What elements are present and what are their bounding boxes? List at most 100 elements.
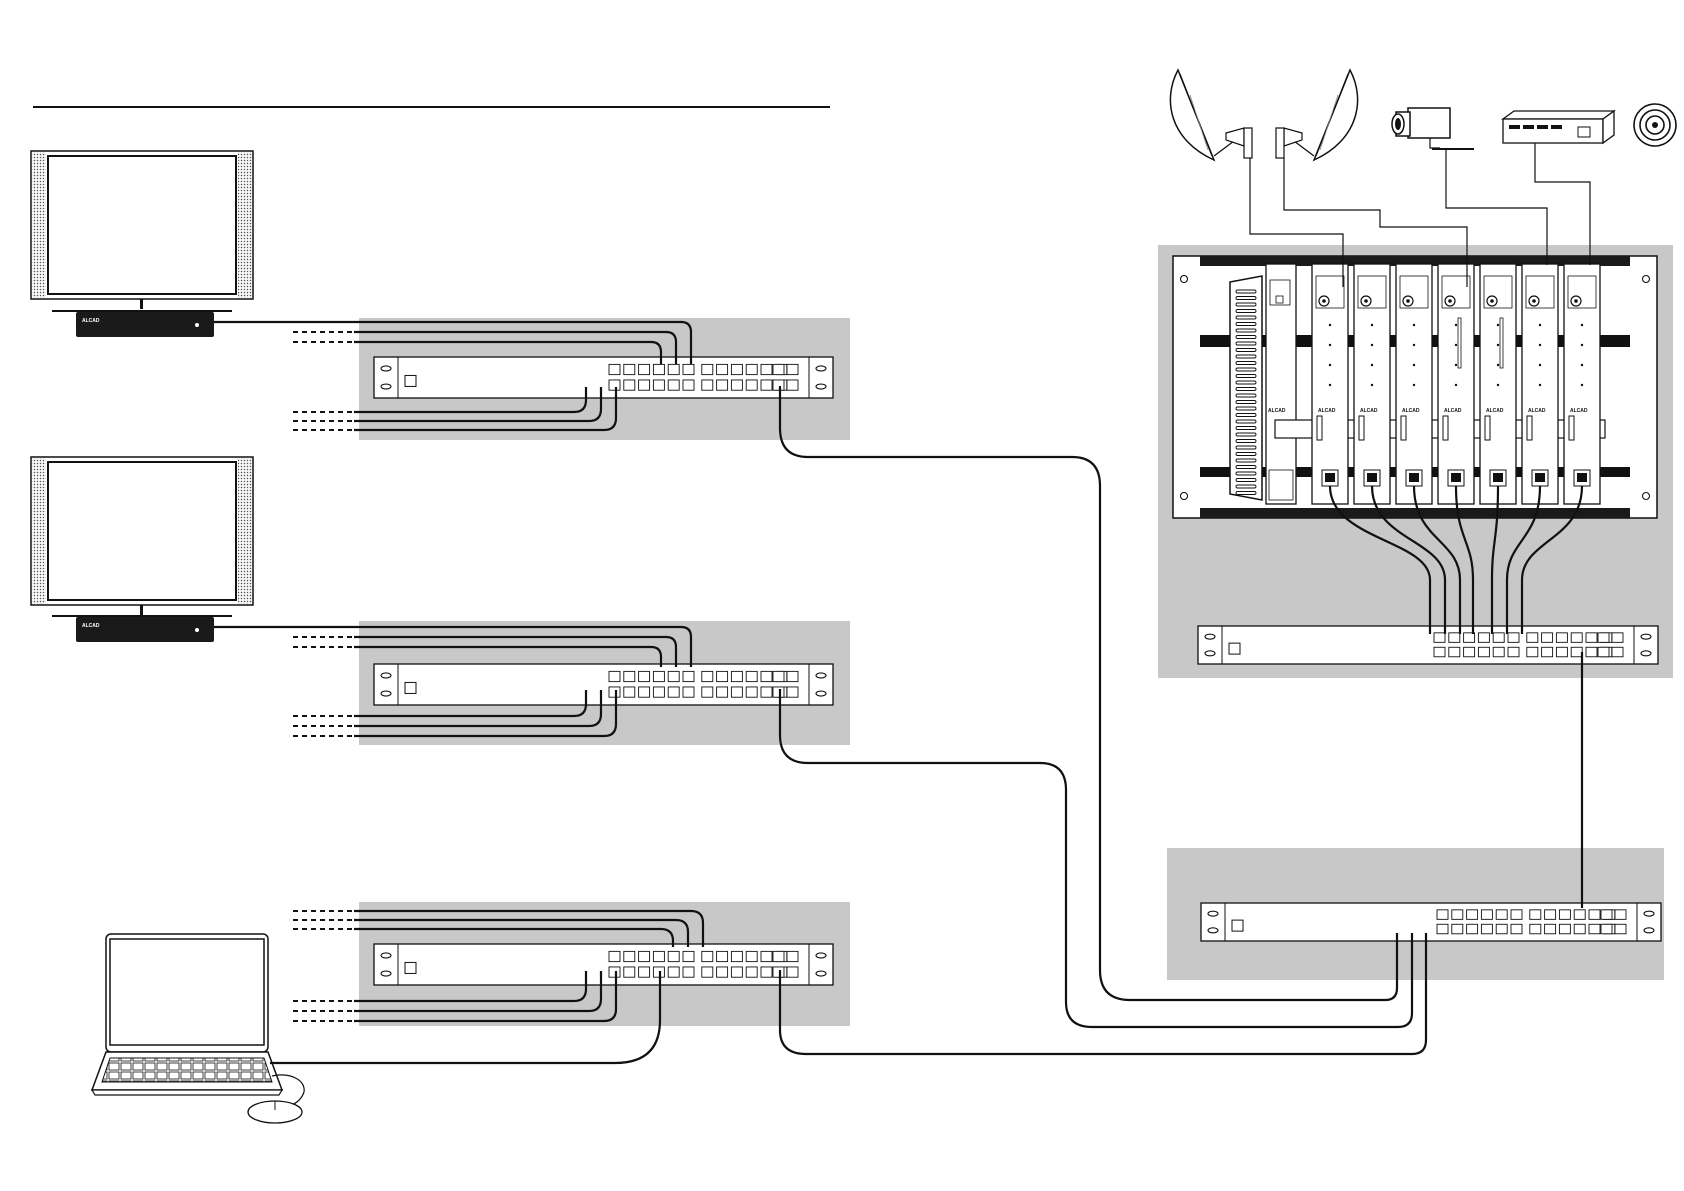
uplink-port[interactable] xyxy=(1598,633,1609,643)
ethernet-port[interactable] xyxy=(717,951,728,961)
uplink-port[interactable] xyxy=(787,967,798,977)
ethernet-port[interactable] xyxy=(746,364,757,374)
ethernet-port[interactable] xyxy=(1530,910,1541,920)
ethernet-port[interactable] xyxy=(702,380,713,390)
ethernet-port[interactable] xyxy=(1481,910,1492,920)
ethernet-port[interactable] xyxy=(1542,647,1553,657)
ethernet-port[interactable] xyxy=(624,380,635,390)
uplink-port[interactable] xyxy=(773,671,784,681)
ethernet-port[interactable] xyxy=(1574,910,1585,920)
uplink-port[interactable] xyxy=(1612,647,1623,657)
uplink-port[interactable] xyxy=(787,380,798,390)
ethernet-port[interactable] xyxy=(1481,924,1492,934)
ethernet-port[interactable] xyxy=(1511,910,1522,920)
uplink-port[interactable] xyxy=(773,951,784,961)
uplink-port[interactable] xyxy=(787,687,798,697)
ethernet-port[interactable] xyxy=(1449,647,1460,657)
ethernet-port[interactable] xyxy=(1571,647,1582,657)
uplink-port[interactable] xyxy=(1615,910,1626,920)
ethernet-port[interactable] xyxy=(668,951,679,961)
ethernet-port[interactable] xyxy=(1574,924,1585,934)
ethernet-port[interactable] xyxy=(668,687,679,697)
ethernet-port[interactable] xyxy=(1527,633,1538,643)
ethernet-port[interactable] xyxy=(1571,633,1582,643)
ethernet-port[interactable] xyxy=(1467,910,1478,920)
ethernet-port[interactable] xyxy=(1556,633,1567,643)
ethernet-port[interactable] xyxy=(731,671,742,681)
ethernet-port[interactable] xyxy=(639,671,650,681)
ethernet-port[interactable] xyxy=(717,671,728,681)
ethernet-port[interactable] xyxy=(1434,647,1445,657)
ethernet-port[interactable] xyxy=(1434,633,1445,643)
ethernet-port[interactable] xyxy=(683,687,694,697)
ethernet-port[interactable] xyxy=(761,671,772,681)
uplink-port[interactable] xyxy=(1601,924,1612,934)
ethernet-port[interactable] xyxy=(668,967,679,977)
ethernet-port[interactable] xyxy=(609,364,620,374)
ethernet-port[interactable] xyxy=(668,364,679,374)
ethernet-port[interactable] xyxy=(746,687,757,697)
ethernet-port[interactable] xyxy=(609,380,620,390)
ethernet-port[interactable] xyxy=(668,380,679,390)
uplink-port[interactable] xyxy=(1612,633,1623,643)
uplink-port[interactable] xyxy=(1601,910,1612,920)
ethernet-port[interactable] xyxy=(1496,910,1507,920)
ethernet-port[interactable] xyxy=(731,380,742,390)
ethernet-port[interactable] xyxy=(609,951,620,961)
ethernet-port[interactable] xyxy=(1542,633,1553,643)
ethernet-port[interactable] xyxy=(624,951,635,961)
ethernet-port[interactable] xyxy=(1559,924,1570,934)
ethernet-port[interactable] xyxy=(717,687,728,697)
ethernet-port[interactable] xyxy=(746,967,757,977)
ethernet-port[interactable] xyxy=(702,967,713,977)
ethernet-port[interactable] xyxy=(683,671,694,681)
uplink-port[interactable] xyxy=(1615,924,1626,934)
ethernet-port[interactable] xyxy=(1464,633,1475,643)
ethernet-port[interactable] xyxy=(761,380,772,390)
ethernet-port[interactable] xyxy=(653,380,664,390)
ethernet-port[interactable] xyxy=(653,671,664,681)
ethernet-port[interactable] xyxy=(639,967,650,977)
ethernet-port[interactable] xyxy=(702,687,713,697)
ethernet-port[interactable] xyxy=(761,967,772,977)
ethernet-port[interactable] xyxy=(639,364,650,374)
ethernet-port[interactable] xyxy=(683,951,694,961)
ethernet-port[interactable] xyxy=(653,364,664,374)
ethernet-port[interactable] xyxy=(1478,647,1489,657)
ethernet-port[interactable] xyxy=(1545,924,1556,934)
uplink-port[interactable] xyxy=(773,687,784,697)
ethernet-port[interactable] xyxy=(683,380,694,390)
ethernet-port[interactable] xyxy=(1437,924,1448,934)
ethernet-port[interactable] xyxy=(761,687,772,697)
ethernet-port[interactable] xyxy=(1589,924,1600,934)
ethernet-port[interactable] xyxy=(717,364,728,374)
ethernet-port[interactable] xyxy=(639,380,650,390)
ethernet-port[interactable] xyxy=(609,671,620,681)
ethernet-port[interactable] xyxy=(702,364,713,374)
ethernet-port[interactable] xyxy=(1556,647,1567,657)
ethernet-port[interactable] xyxy=(624,364,635,374)
ethernet-port[interactable] xyxy=(668,671,679,681)
ethernet-port[interactable] xyxy=(702,671,713,681)
ethernet-port[interactable] xyxy=(1589,910,1600,920)
uplink-port[interactable] xyxy=(1598,647,1609,657)
ethernet-port[interactable] xyxy=(731,951,742,961)
ethernet-port[interactable] xyxy=(1449,633,1460,643)
ethernet-port[interactable] xyxy=(1496,924,1507,934)
ethernet-port[interactable] xyxy=(1559,910,1570,920)
ethernet-port[interactable] xyxy=(717,967,728,977)
ethernet-port[interactable] xyxy=(624,687,635,697)
ethernet-port[interactable] xyxy=(1437,910,1448,920)
ethernet-port[interactable] xyxy=(639,687,650,697)
ethernet-port[interactable] xyxy=(1493,647,1504,657)
ethernet-port[interactable] xyxy=(639,951,650,961)
ethernet-port[interactable] xyxy=(746,380,757,390)
uplink-port[interactable] xyxy=(787,671,798,681)
ethernet-port[interactable] xyxy=(1586,647,1597,657)
uplink-port[interactable] xyxy=(773,364,784,374)
ethernet-port[interactable] xyxy=(1586,633,1597,643)
uplink-port[interactable] xyxy=(787,951,798,961)
ethernet-port[interactable] xyxy=(731,967,742,977)
ethernet-port[interactable] xyxy=(683,967,694,977)
ethernet-port[interactable] xyxy=(1452,924,1463,934)
